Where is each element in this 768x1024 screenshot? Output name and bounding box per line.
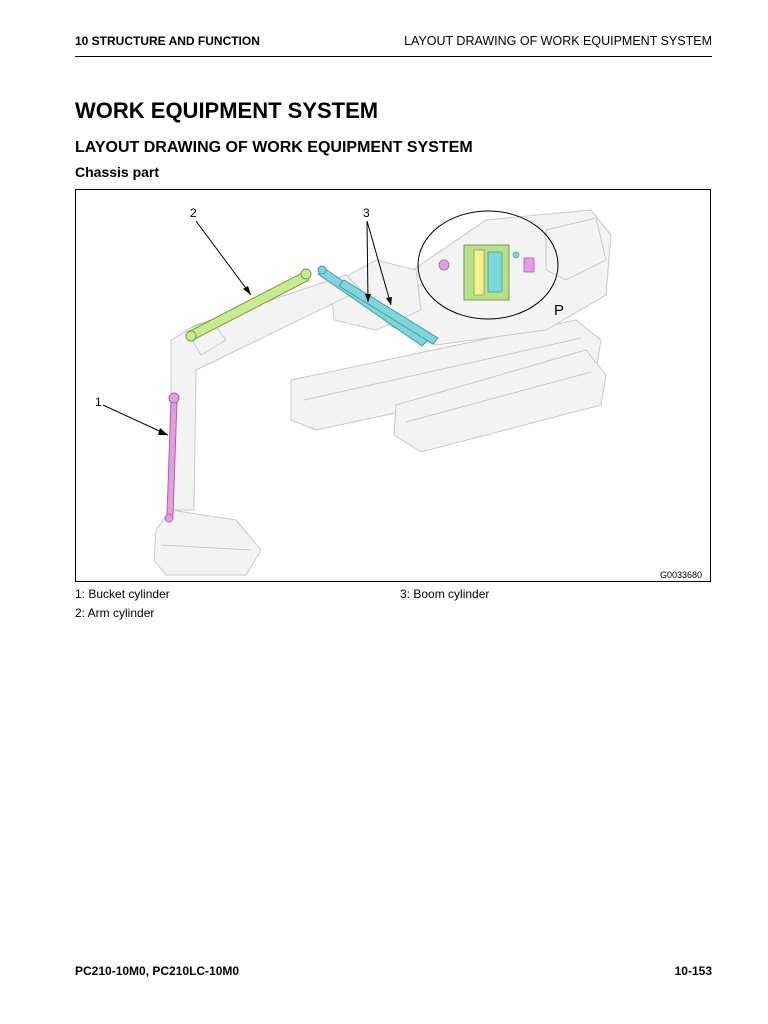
header-topic: LAYOUT DRAWING OF WORK EQUIPMENT SYSTEM xyxy=(404,34,712,48)
bucket-cylinder xyxy=(164,392,180,523)
header-section: 10 STRUCTURE AND FUNCTION xyxy=(75,34,260,48)
control-valve xyxy=(438,244,535,301)
callout-1: 1 xyxy=(95,395,102,409)
figure-id: G0033680 xyxy=(660,570,702,580)
boom-cylinders xyxy=(317,265,439,347)
detail-label-p: P xyxy=(554,302,564,319)
legend-item-arm-cylinder: 2: Arm cylinder xyxy=(75,606,155,620)
leader-arrowheads xyxy=(158,286,392,435)
footer-page-number: 10-153 xyxy=(674,964,712,978)
callout-3: 3 xyxy=(363,206,370,220)
page-footer: PC210-10M0, PC210LC-10M0 10-153 xyxy=(75,964,712,978)
leader-lines xyxy=(102,220,392,436)
excavator-drawing: 1 2 3 P G0033680 xyxy=(95,206,702,580)
page-title: WORK EQUIPMENT SYSTEM xyxy=(75,98,379,123)
page-header: 10 STRUCTURE AND FUNCTION LAYOUT DRAWING… xyxy=(75,34,712,57)
callout-2: 2 xyxy=(190,206,197,220)
arm-cylinder xyxy=(185,268,312,342)
detail-p-ellipse xyxy=(417,210,559,320)
page-subtitle: LAYOUT DRAWING OF WORK EQUIPMENT SYSTEM xyxy=(75,139,473,156)
legend-item-boom-cylinder: 3: Boom cylinder xyxy=(400,587,490,601)
layout-figure: 1 2 3 P G0033680 xyxy=(75,189,711,582)
footer-model: PC210-10M0, PC210LC-10M0 xyxy=(75,964,240,978)
excavator-body xyxy=(153,209,612,576)
legend-item-bucket-cylinder: 1: Bucket cylinder xyxy=(75,587,170,601)
section-label: Chassis part xyxy=(75,164,160,180)
